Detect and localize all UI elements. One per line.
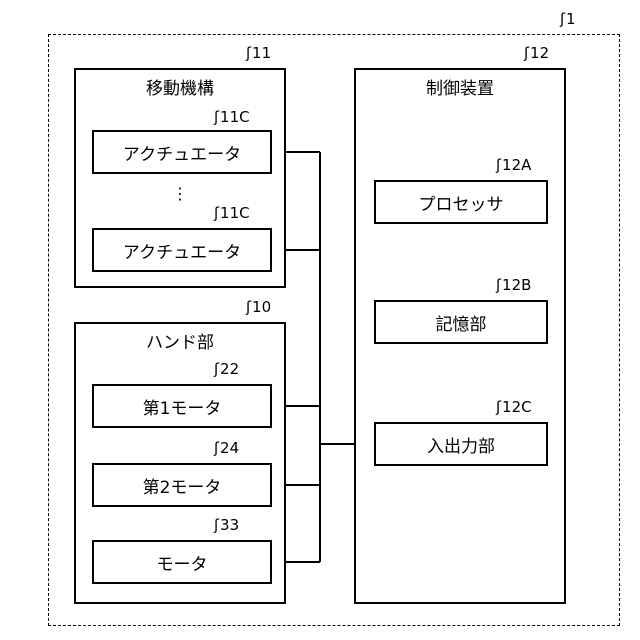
io-unit-ref: ʃ12C <box>496 398 532 416</box>
io-unit-block: 入出力部 <box>374 422 548 466</box>
hand-title: ハンド部 <box>76 328 284 353</box>
second-motor-label: 第2モータ <box>94 465 270 505</box>
storage-ref: ʃ12B <box>496 276 531 294</box>
processor-ref: ʃ12A <box>496 156 531 174</box>
first-motor-block: 第1モータ <box>92 384 272 428</box>
actuator-block-1: アクチュエータ <box>92 130 272 174</box>
second-motor-ref: ʃ24 <box>214 439 239 457</box>
processor-block: プロセッサ <box>374 180 548 224</box>
moving-mechanism-ref: ʃ11 <box>246 44 271 62</box>
actuator-block-2: アクチュエータ <box>92 228 272 272</box>
storage-label: 記憶部 <box>376 302 546 342</box>
controller-ref: ʃ12 <box>524 44 549 62</box>
second-motor-block: 第2モータ <box>92 463 272 507</box>
first-motor-label: 第1モータ <box>94 386 270 426</box>
actuator-label: アクチュエータ <box>94 230 270 270</box>
io-unit-label: 入出力部 <box>376 424 546 464</box>
hand-ref: ʃ10 <box>246 298 271 316</box>
controller-title: 制御装置 <box>356 74 564 99</box>
actuator-label: アクチュエータ <box>94 132 270 172</box>
motor-block: モータ <box>92 540 272 584</box>
processor-label: プロセッサ <box>376 182 546 222</box>
storage-block: 記憶部 <box>374 300 548 344</box>
motor-label: モータ <box>94 542 270 582</box>
ellipsis-mark: ⋮ <box>170 190 190 198</box>
first-motor-ref: ʃ22 <box>214 360 239 378</box>
motor-ref: ʃ33 <box>214 516 239 534</box>
moving-mechanism-title: 移動機構 <box>76 74 284 99</box>
actuator-ref-2: ʃ11C <box>214 204 250 222</box>
actuator-ref-1: ʃ11C <box>214 108 250 126</box>
